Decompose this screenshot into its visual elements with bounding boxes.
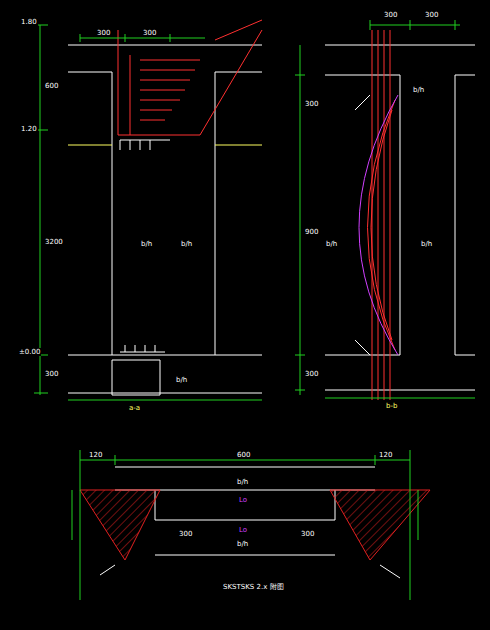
dimension-text: b/h — [236, 540, 249, 548]
dimension-text: 300 — [44, 370, 59, 378]
dimension-text: Lo — [238, 526, 248, 534]
section-name: b-b — [385, 402, 398, 410]
dimension-text: b/h — [325, 240, 338, 248]
dimension-text: b/h — [175, 376, 188, 384]
dimension-text: 300 — [383, 11, 398, 19]
dimension-text: 1.20 — [20, 125, 38, 133]
dimension-text: Lo — [238, 496, 248, 504]
dimension-text: 300 — [304, 100, 319, 108]
dimension-text: 900 — [304, 228, 319, 236]
dimension-text: 300 — [304, 370, 319, 378]
dimension-text: b/h — [140, 240, 153, 248]
dimension-text: 120 — [88, 451, 103, 459]
dimension-text: b/h — [420, 240, 433, 248]
dimension-text: 300 — [142, 29, 157, 37]
dimension-text: 600 — [236, 451, 251, 459]
dimension-text: b/h — [236, 478, 249, 486]
dimension-text: ±0.00 — [18, 348, 41, 356]
dimension-text: 300 — [424, 11, 439, 19]
dimension-text: 600 — [44, 82, 59, 90]
dimension-text: 300 — [300, 530, 315, 538]
dimension-text: b/h — [412, 86, 425, 94]
dimension-text: 300 — [178, 530, 193, 538]
dimension-text: 300 — [96, 29, 111, 37]
dimension-text: 120 — [378, 451, 393, 459]
section-name: a-a — [128, 404, 141, 412]
dimension-text: 3200 — [44, 238, 64, 246]
drawing-title: SKSTSKS 2.x 附图 — [222, 583, 285, 591]
dimension-text: 1.80 — [20, 18, 38, 26]
dimension-text: b/h — [180, 240, 193, 248]
